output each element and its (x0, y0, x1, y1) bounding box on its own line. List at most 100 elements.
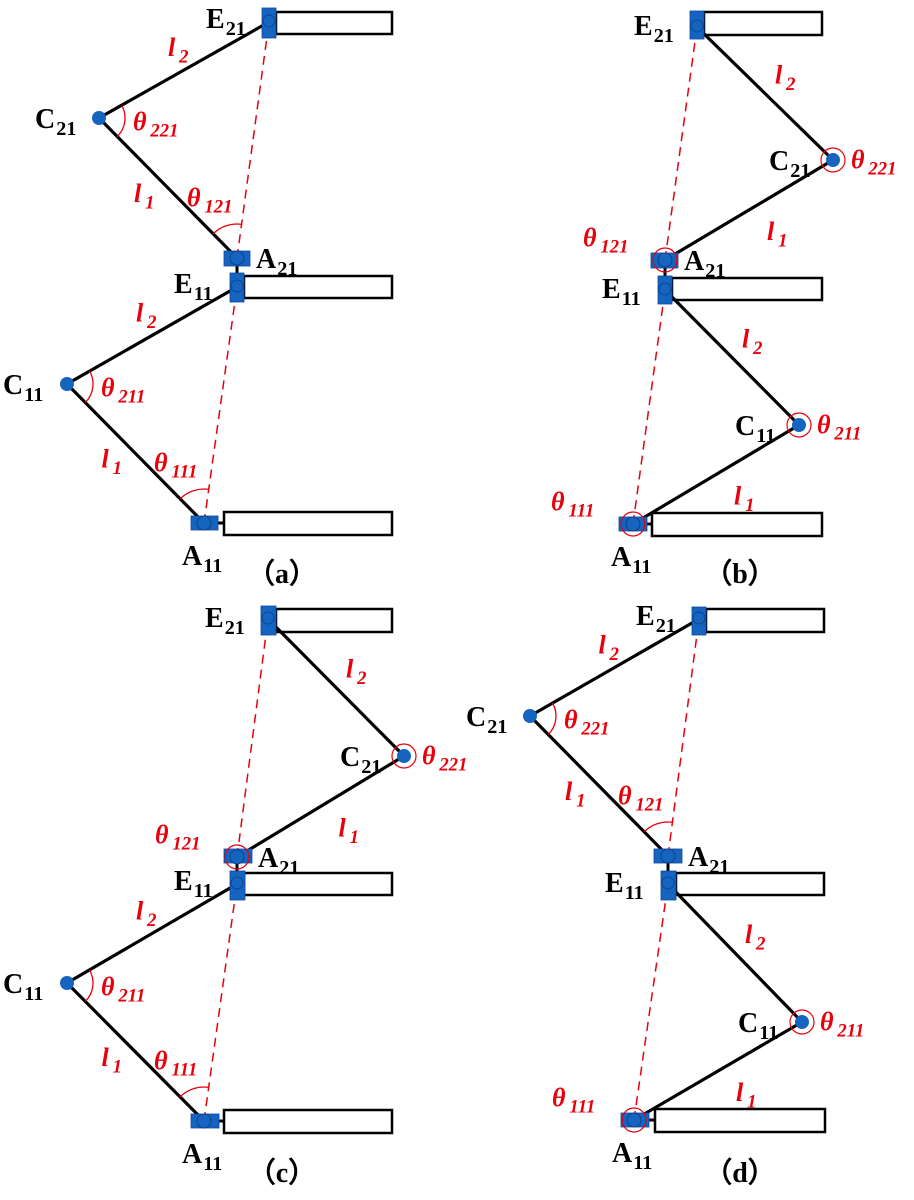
base-label-main: A (612, 1138, 633, 1169)
end-label-subscript: 11 (625, 882, 644, 904)
knee-angle-label-main: θ (820, 1007, 834, 1036)
panel-caption: （c） (248, 1156, 316, 1189)
end-label: E21 (634, 11, 674, 47)
link-l2 (266, 617, 406, 758)
link-l1-label-main: l (102, 445, 110, 474)
knee-angle-arc (84, 370, 94, 403)
link-l1-label-subscript: 1 (745, 495, 754, 516)
base-label-subscript: 21 (277, 258, 297, 280)
base-label: A21 (258, 843, 299, 879)
base-angle-label-main: θ (618, 781, 632, 810)
knee-angle-arc (786, 412, 812, 438)
end-label-subscript: 21 (225, 617, 245, 639)
knee-label-subscript: 11 (24, 384, 43, 406)
base-angle-label-main: θ (551, 487, 565, 516)
base-label: A11 (182, 541, 222, 577)
base-label-main: A (182, 1139, 203, 1170)
base-joint (657, 252, 673, 268)
knee-angle-label-main: θ (101, 972, 115, 1001)
base-angle-arc (212, 223, 242, 235)
base-angle-label-subscript: 111 (568, 501, 594, 522)
link-l2-label-subscript: 2 (752, 338, 762, 359)
link-l1 (65, 981, 206, 1123)
knee-joint (60, 976, 74, 990)
base-label: A11 (182, 1139, 222, 1175)
base-angle-label-subscript: 121 (204, 197, 232, 218)
base-joint (229, 849, 245, 865)
link-l1-label-subscript: 1 (145, 193, 154, 214)
virtual-link-line (633, 883, 669, 1121)
knee-label-subscript: 21 (56, 118, 76, 140)
link-l1-label-subscript: 1 (113, 1057, 122, 1078)
base-label-subscript: 11 (203, 1153, 222, 1175)
link-l2-label-main: l (346, 655, 354, 684)
link-l2 (66, 882, 238, 985)
knee-joint (60, 377, 74, 391)
end-effector-bar (274, 10, 394, 36)
knee-angle-label-main: θ (101, 373, 115, 402)
knee-angle-arc (116, 104, 126, 137)
knee-label-main: C (35, 104, 55, 135)
base-angle-label-subscript: 111 (171, 1060, 197, 1081)
knee-angle-label-subscript: 211 (833, 424, 861, 445)
knee-angle-label-subscript: 221 (438, 755, 467, 776)
base-label-main: A (684, 246, 705, 277)
link-l2-label-main: l (599, 631, 607, 660)
link-l1-label-subscript: 1 (350, 827, 359, 848)
base-bar (222, 1108, 394, 1135)
knee-label: C11 (735, 411, 775, 447)
link-l2-label-main: l (136, 299, 144, 328)
base-angle-arc (224, 844, 250, 870)
knee-angle-arc (391, 743, 417, 769)
end-slider-block (657, 275, 673, 305)
base-angle-arc (179, 488, 209, 500)
base-angle-arc (621, 1107, 647, 1133)
base-label: A21 (256, 244, 297, 280)
virtual-link-line (236, 618, 269, 858)
link-l2 (695, 25, 835, 162)
knee-label-main: C (3, 969, 23, 1000)
base-angle-label-subscript: 121 (172, 834, 200, 855)
end-label-subscript: 21 (656, 615, 676, 637)
knee-angle-label-subscript: 221 (867, 159, 896, 180)
link-l2-label-main: l (168, 33, 176, 62)
link-l1-label-subscript: 1 (747, 1092, 756, 1113)
link-l1-label-subscript: 1 (113, 458, 122, 479)
knee-label-main: C (735, 411, 755, 442)
knee-label: C21 (769, 146, 810, 182)
end-label: E21 (205, 603, 245, 639)
knee-angle-label-main: θ (422, 741, 436, 770)
panel-caption: （d） (704, 1156, 776, 1189)
knee-label-subscript: 11 (759, 1022, 778, 1044)
end-joint (230, 279, 244, 293)
end-label-main: E (605, 868, 624, 899)
end-label: E11 (602, 274, 641, 310)
end-effector-bar (242, 871, 394, 897)
knee-joint (826, 153, 840, 167)
knee-joint (523, 709, 537, 723)
end-label-subscript: 11 (622, 288, 641, 310)
knee-joint (92, 111, 106, 125)
knee-joint (792, 418, 806, 432)
